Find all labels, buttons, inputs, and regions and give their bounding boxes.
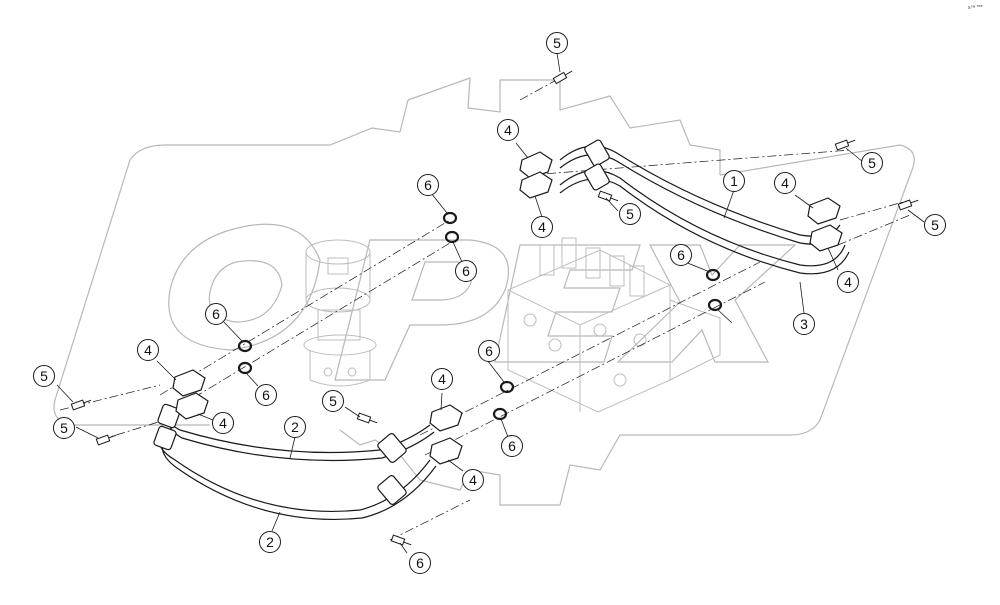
callout-label: 3 <box>800 316 808 332</box>
callout-circle <box>259 531 281 553</box>
callout-label: 4 <box>438 371 446 387</box>
callout-circle <box>322 390 344 412</box>
callout-label: 5 <box>626 206 634 222</box>
callout-6: 6 <box>205 303 227 325</box>
callout-4: 4 <box>431 368 453 390</box>
callout-2: 2 <box>284 416 306 438</box>
callout-circle <box>53 417 75 439</box>
watermark-letter-e <box>494 244 641 363</box>
callout-3: 3 <box>793 313 815 335</box>
callout-circle <box>723 170 745 192</box>
callout-4: 4 <box>212 412 234 434</box>
callout-5: 5 <box>322 390 344 412</box>
callout-label: 4 <box>844 274 852 290</box>
callout-label: 4 <box>781 175 789 191</box>
callout-label: 2 <box>291 419 299 435</box>
callout-5: 5 <box>33 365 55 387</box>
callout-label: 5 <box>931 217 939 233</box>
callout-circle <box>774 172 796 194</box>
watermark-logo <box>53 77 915 506</box>
callout-circle <box>255 384 277 406</box>
callout-circle <box>497 119 519 141</box>
callout-circle <box>924 214 946 236</box>
callout-circle <box>501 435 523 457</box>
callout-label: 4 <box>504 122 512 138</box>
callout-label: 4 <box>469 472 477 488</box>
callout-circle <box>455 260 477 282</box>
callout-circle <box>861 152 883 174</box>
callout-label: 6 <box>262 387 270 403</box>
callout-label: 4 <box>538 219 546 235</box>
callout-circle <box>478 340 500 362</box>
callout-label: 6 <box>424 177 432 193</box>
o-rings <box>237 211 723 421</box>
callout-4: 4 <box>497 119 519 141</box>
callout-label: 2 <box>266 534 274 550</box>
leader-lines <box>56 52 925 554</box>
watermark-letter-x <box>616 244 797 363</box>
callout-6: 6 <box>255 384 277 406</box>
callout-label: 1 <box>730 173 738 189</box>
callout-circle <box>837 271 859 293</box>
callout-5: 5 <box>861 152 883 174</box>
hose-crimp-collars <box>153 139 610 505</box>
callout-4: 4 <box>462 469 484 491</box>
watermark-gear-outline <box>53 77 915 506</box>
callout-6: 6 <box>417 174 439 196</box>
callout-6: 6 <box>409 552 431 574</box>
callout-label: 6 <box>462 263 470 279</box>
callout-6: 6 <box>478 340 500 362</box>
callout-label: 6 <box>212 306 220 322</box>
corner-mark: s™ *** <box>968 5 983 11</box>
callout-circle <box>417 174 439 196</box>
callout-label: 6 <box>677 247 685 263</box>
callout-label: 5 <box>553 35 561 51</box>
watermark-letter-o <box>168 223 321 351</box>
callout-5: 5 <box>546 32 568 54</box>
callout-label: 5 <box>40 368 48 384</box>
callout-circle <box>531 216 553 238</box>
callout-1: 1 <box>723 170 745 192</box>
callout-circle <box>462 469 484 491</box>
callout-label: 4 <box>144 342 152 358</box>
callout-label: 5 <box>868 155 876 171</box>
callout-4: 4 <box>137 339 159 361</box>
callout-label: 5 <box>329 393 337 409</box>
callout-circle <box>212 412 234 434</box>
callout-6: 6 <box>455 260 477 282</box>
callout-circle <box>33 365 55 387</box>
callout-circle <box>137 339 159 361</box>
callout-circle <box>431 368 453 390</box>
callout-label: 6 <box>508 438 516 454</box>
callout-5: 5 <box>619 203 641 225</box>
callout-label: 6 <box>485 343 493 359</box>
callout-4: 4 <box>774 172 796 194</box>
callout-circle <box>205 303 227 325</box>
callout-5: 5 <box>924 214 946 236</box>
callout-circle <box>670 244 692 266</box>
callout-4: 4 <box>531 216 553 238</box>
callout-group: 1 2 2 3 4 4 4 4 4 4 4 4 5 5 5 5 5 5 5 6 6 6 6 6 6 6 6 <box>33 32 946 574</box>
callout-label: 5 <box>60 420 68 436</box>
callout-2: 2 <box>259 531 281 553</box>
callout-6: 6 <box>501 435 523 457</box>
control-valve-block <box>507 237 721 413</box>
callout-5: 5 <box>53 417 75 439</box>
callout-circle <box>793 313 815 335</box>
callout-circle <box>546 32 568 54</box>
callout-6: 6 <box>670 244 692 266</box>
callout-label: 6 <box>416 555 424 571</box>
callout-circle <box>284 416 306 438</box>
callout-circle <box>409 552 431 574</box>
flange-halves <box>172 151 843 465</box>
swivel-joint <box>303 239 377 387</box>
callout-label: 4 <box>219 415 227 431</box>
callout-circle <box>619 203 641 225</box>
center-lines <box>59 77 911 541</box>
callout-4: 4 <box>837 271 859 293</box>
